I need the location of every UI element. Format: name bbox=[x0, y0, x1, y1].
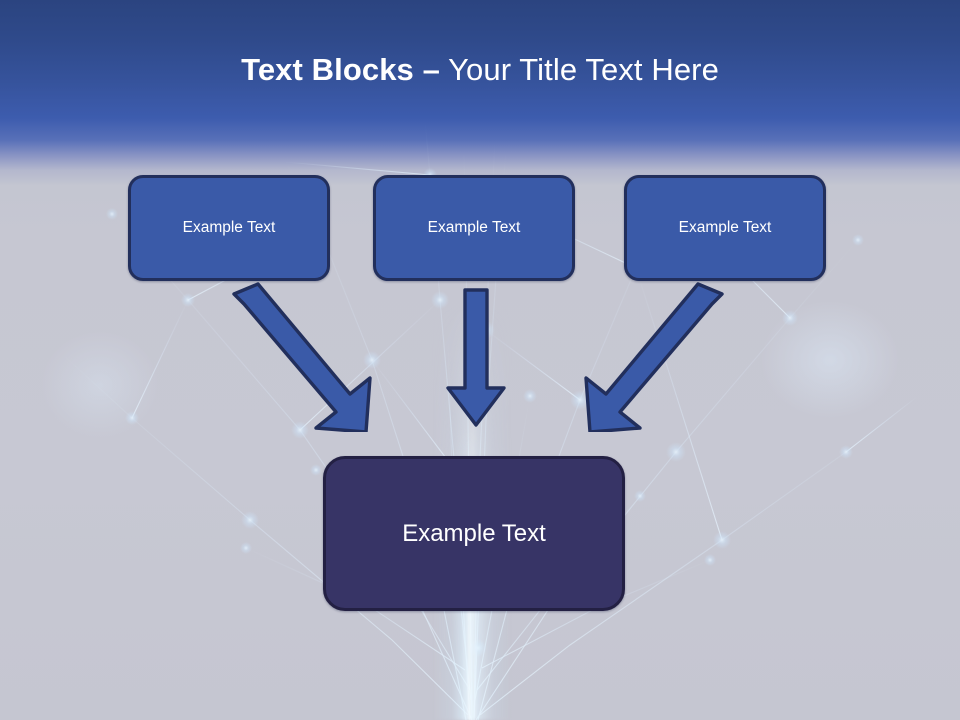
text-block-2-label: Example Text bbox=[427, 219, 521, 236]
background-glow-left bbox=[40, 330, 160, 440]
slide-title-strong: Text Blocks – bbox=[241, 52, 440, 87]
text-block-2[interactable]: Example Text bbox=[373, 175, 575, 281]
text-block-3[interactable]: Example Text bbox=[624, 175, 826, 281]
slide-title: Text Blocks – Your Title Text Here bbox=[0, 50, 960, 90]
result-text-block[interactable]: Example Text bbox=[323, 456, 625, 611]
text-block-3-label: Example Text bbox=[678, 219, 772, 236]
arrow-down-right-icon bbox=[232, 282, 372, 432]
background-glow-right bbox=[760, 300, 900, 420]
slide-title-light: Your Title Text Here bbox=[439, 52, 719, 87]
text-block-1-label: Example Text bbox=[182, 219, 276, 236]
result-text-block-label: Example Text bbox=[402, 519, 546, 547]
text-block-1[interactable]: Example Text bbox=[128, 175, 330, 281]
arrow-down-left-icon bbox=[584, 282, 724, 432]
arrow-down-icon bbox=[446, 288, 506, 427]
